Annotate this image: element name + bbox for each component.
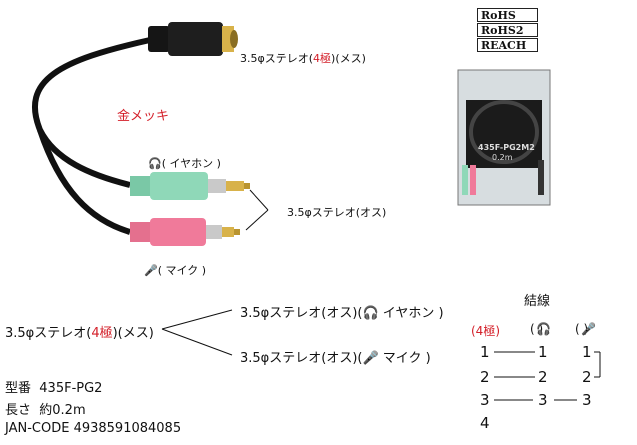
diagram-source-pre: 3.5φステレオ( (5, 326, 92, 341)
jack-label-post: )(メス) (331, 52, 366, 65)
jack-label-pre: 3.5φステレオ( (240, 52, 314, 65)
wire-1c: 1 (582, 343, 592, 361)
wire-3a: 3 (480, 391, 490, 409)
wiring-head-ear-text: ( ) (530, 322, 544, 336)
mic-label: 🎤( マイク ) (144, 262, 206, 278)
package-model: 435F-PG2M2 (478, 143, 535, 152)
mic-icon: 🎤 (362, 351, 379, 366)
diagram-out-earphone: 3.5φステレオ(オス)(🎧 イヤホン ) (240, 302, 444, 321)
spec-model-value: 435F-PG2 (39, 381, 103, 396)
spec-length-value: 約0.2m (39, 403, 86, 418)
earphone-label: 🎧( イヤホン ) (148, 155, 221, 171)
package-length: 0.2m (492, 153, 513, 162)
wire-2a: 2 (480, 368, 490, 386)
diagram-source: 3.5φステレオ(4極)(メス) (5, 322, 154, 341)
spec-model-label: 型番 (5, 381, 32, 396)
rohs2-badge: RoHS2 (477, 23, 538, 37)
earphone-label-text: ( イヤホン ) (161, 157, 221, 170)
wire-2c: 2 (582, 368, 592, 386)
diagram-source-red: 4極 (91, 326, 113, 341)
wiring-head-ear: ( )🎧 (530, 322, 551, 336)
jack-label: 3.5φステレオ(4極)(メス) (240, 50, 366, 66)
diagram-out1-end: イヤホン ) (378, 306, 444, 321)
wiring-head-4pole: (4極) (471, 324, 500, 338)
wire-4a: 4 (480, 414, 490, 432)
wire-1b: 1 (538, 343, 548, 361)
headphone-icon: 🎧 (362, 306, 379, 321)
wire-2b: 2 (538, 368, 548, 386)
mic-icon: 🎤 (144, 264, 158, 277)
spec-jan: JAN-CODE 4938591084085 (5, 421, 182, 436)
diagram-source-post: )(メス) (112, 326, 154, 341)
diagram-out-mic: 3.5φステレオ(オス)(🎤 マイク ) (240, 347, 431, 366)
jack-label-red: 4極 (313, 52, 332, 65)
spec-length: 長さ 約0.2m (5, 399, 86, 418)
diagram-out2-end: マイク ) (378, 351, 431, 366)
diagram-out1-text: 3.5φステレオ(オス)( (240, 306, 363, 321)
headphone-icon: 🎧 (148, 157, 162, 170)
wiring-title: 結線 (524, 294, 551, 309)
reach-badge: REACH (477, 38, 538, 52)
gold-label: 金メッキ (117, 109, 170, 124)
spec-length-label: 長さ (5, 403, 32, 418)
mic-label-text: ( マイク ) (157, 264, 207, 277)
wiring-head-mic-text: ( ) (575, 322, 589, 336)
diagram-out2-text: 3.5φステレオ(オス)( (240, 351, 363, 366)
plugs-label: 3.5φステレオ(オス) (287, 206, 387, 219)
rohs-badge: RoHS (477, 8, 538, 22)
spec-model: 型番 435F-PG2 (5, 377, 102, 396)
mic-icon: 🎤 (581, 322, 596, 336)
wire-1a: 1 (480, 343, 490, 361)
wire-3c: 3 (582, 391, 592, 409)
wiring-head-mic: ( )🎤 (575, 322, 596, 336)
headphone-icon: 🎧 (536, 322, 551, 336)
wire-3b: 3 (538, 391, 548, 409)
